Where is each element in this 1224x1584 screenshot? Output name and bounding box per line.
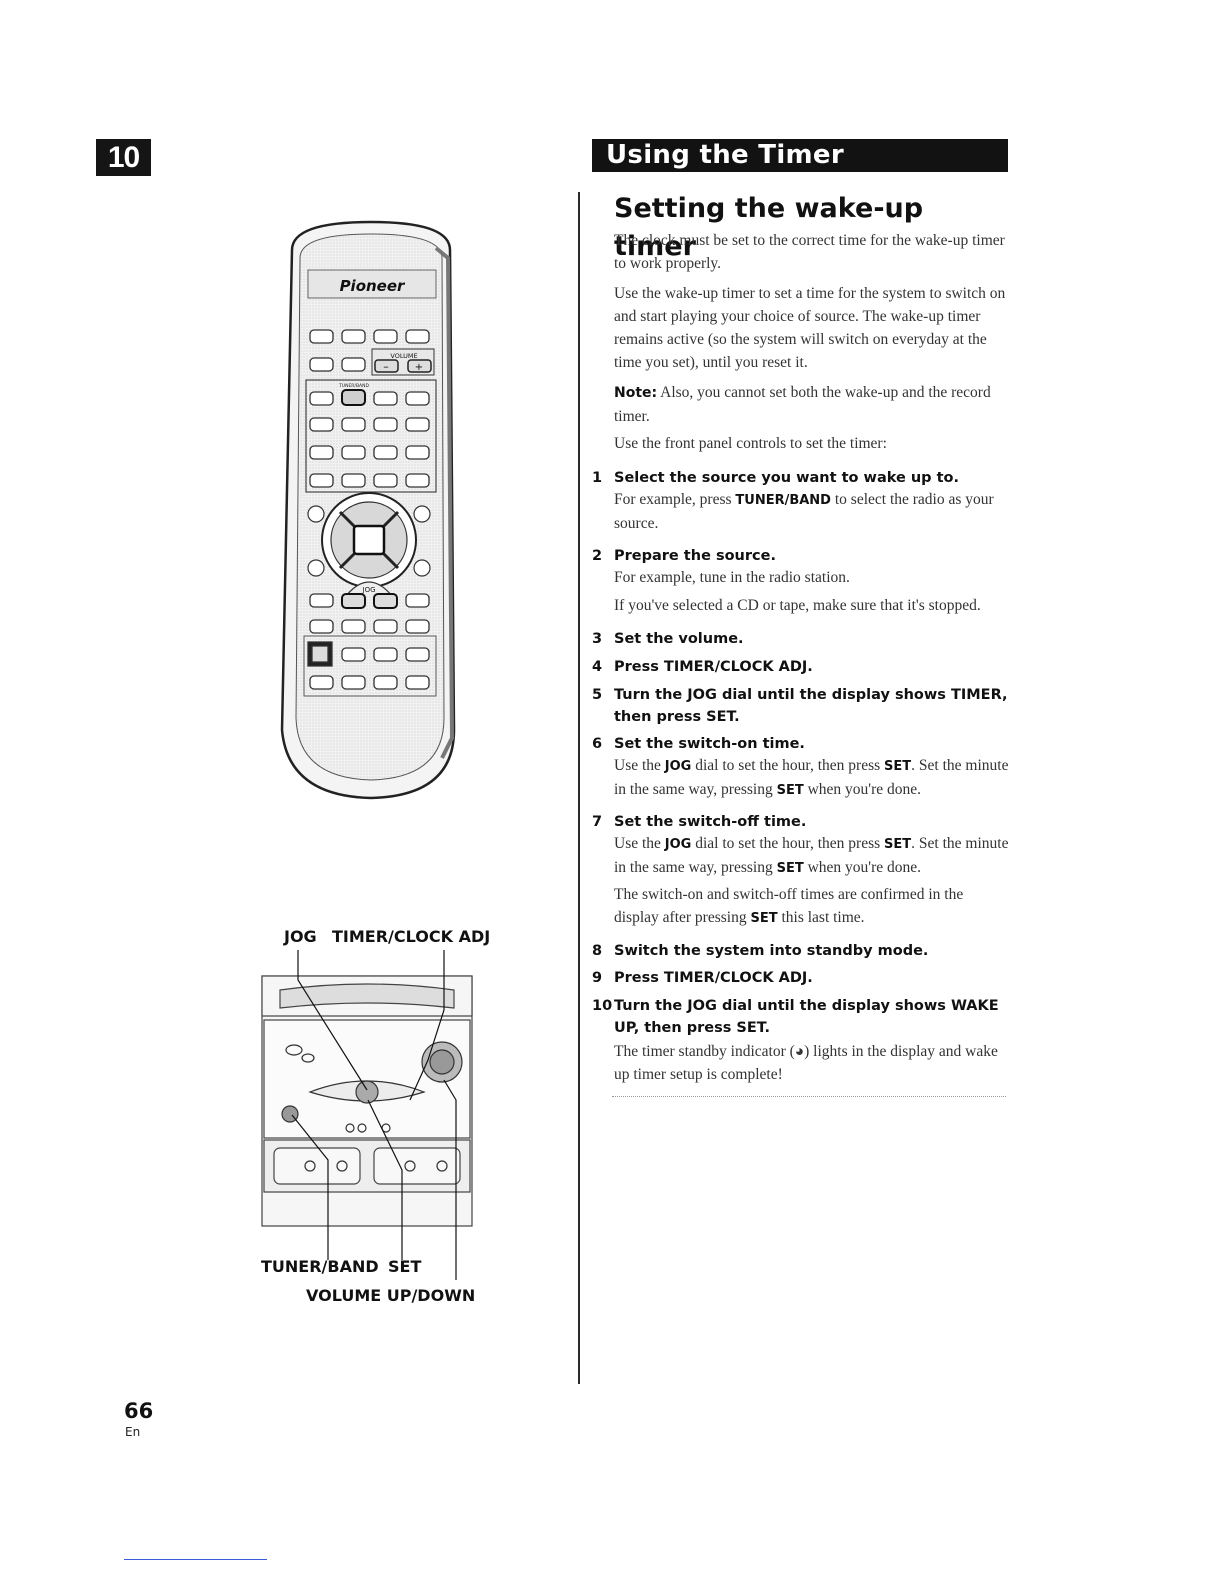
callout-tuner-band: TUNER/BAND xyxy=(261,1257,379,1276)
step-number: 2 xyxy=(592,548,603,564)
remote-control-illustration: Pioneer VOLUME – + TUNER/BAND JOG xyxy=(280,220,456,800)
step-number: 9 xyxy=(592,970,603,986)
step-number: 3 xyxy=(592,631,603,647)
remote-tuner-band-label: TUNER/BAND xyxy=(338,383,369,389)
step-number: 5 xyxy=(592,687,603,703)
step-title: Press TIMER/CLOCK ADJ. xyxy=(614,659,813,675)
step-title: Set the switch-off time. xyxy=(614,814,807,830)
step-number: 1 xyxy=(592,470,603,486)
bottom-rule xyxy=(124,1559,267,1560)
lead-paragraph: Use the front panel controls to set the … xyxy=(614,435,887,452)
step-title: Turn the JOG dial until the display show… xyxy=(614,998,999,1036)
step-title: Switch the system into standby mode. xyxy=(614,943,929,959)
step-body: The timer standby indicator (◕) lights i… xyxy=(614,1043,998,1083)
remote-button-grid-top xyxy=(309,329,430,372)
remote-dpad xyxy=(307,492,431,588)
note-text: Also, you cannot set both the wake-up an… xyxy=(614,384,991,425)
callout-leader-lines xyxy=(291,950,457,1280)
step-number: 7 xyxy=(592,814,603,830)
step-body: For example, tune in the radio station. xyxy=(614,569,850,586)
remote-jog-button: JOG xyxy=(345,581,393,597)
step-title: Turn the JOG dial until the display show… xyxy=(614,687,1008,725)
intro-paragraph-1: The clock must be set to the correct tim… xyxy=(614,232,1005,272)
callout-volume-up-down: VOLUME UP/DOWN xyxy=(306,1286,476,1305)
step-number: 10 xyxy=(592,998,613,1014)
step-title: Set the volume. xyxy=(614,631,744,647)
chapter-number-badge: 10 xyxy=(96,139,151,176)
step-body: For example, press TUNER/BAND to select … xyxy=(614,491,994,532)
column-divider xyxy=(578,192,580,1384)
callout-timer-clock-adj: TIMER/CLOCK ADJ xyxy=(332,927,491,946)
step-body: Use the JOG dial to set the hour, then p… xyxy=(614,757,1009,798)
svg-text:–: – xyxy=(383,360,389,373)
step-title: Select the source you want to wake up to… xyxy=(614,470,960,486)
page-number: 66 xyxy=(124,1399,154,1423)
note-label: Note: xyxy=(614,385,658,401)
remote-brand-logo: Pioneer xyxy=(340,277,406,295)
intro-paragraph-2: Use the wake-up timer to set a time for … xyxy=(614,285,1006,371)
section-banner: Using the Timer xyxy=(592,139,1008,172)
callout-jog: JOG xyxy=(284,927,317,946)
step-number: 4 xyxy=(592,659,603,675)
step-title: Press TIMER/CLOCK ADJ. xyxy=(614,970,813,986)
step-body: If you've selected a CD or tape, make su… xyxy=(614,597,981,614)
step-number: 8 xyxy=(592,943,603,959)
page-language-code: En xyxy=(125,1425,141,1439)
step-title: Set the switch-on time. xyxy=(614,736,805,752)
stereo-unit-illustration xyxy=(261,950,473,1280)
step-body: The switch-on and switch-off times are c… xyxy=(614,886,964,926)
note-paragraph: Note: Also, you cannot set both the wake… xyxy=(614,381,1009,428)
remote-button-grid-bottom xyxy=(307,593,430,690)
section-end-rule xyxy=(612,1096,1006,1097)
remote-volume-label: VOLUME xyxy=(390,352,417,360)
step-body: Use the JOG dial to set the hour, then p… xyxy=(614,835,1009,876)
step-number: 6 xyxy=(592,736,603,752)
step-title: Prepare the source. xyxy=(614,548,776,564)
svg-text:+: + xyxy=(415,362,423,373)
remote-jog-label: JOG xyxy=(362,586,376,594)
section-heading: Setting the wake-up timer xyxy=(614,193,924,262)
remote-button-grid-middle xyxy=(309,389,430,488)
callout-set: SET xyxy=(388,1257,422,1276)
